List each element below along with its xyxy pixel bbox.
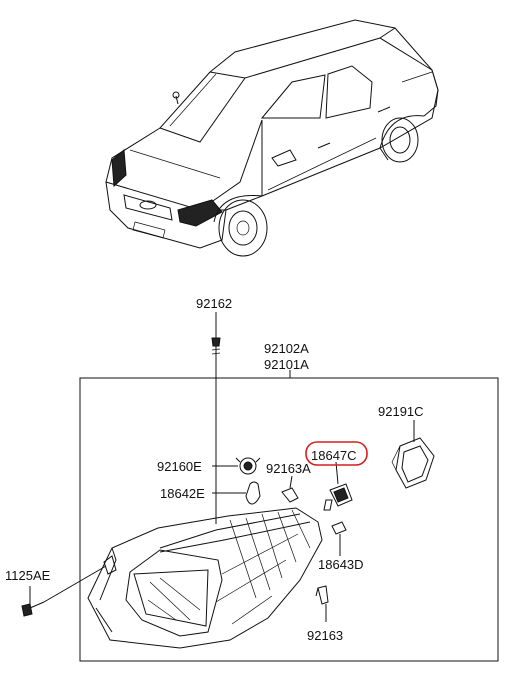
label-92160E: 92160E [157, 459, 202, 474]
label-1125AE: 1125AE [5, 568, 51, 583]
label-92162: 92162 [196, 296, 232, 311]
part-18642E [212, 481, 261, 505]
part-18647C [323, 461, 353, 511]
assembly-box [79, 377, 499, 662]
car-illustration [105, 19, 439, 257]
part-1125AE [21, 565, 107, 617]
headlamp-assembly [87, 507, 323, 649]
part-92160E [212, 457, 261, 475]
label-92101A: 92101A [264, 357, 309, 372]
label-92163A: 92163A [266, 461, 311, 476]
part-18643D [331, 521, 347, 556]
part-92191C [391, 420, 435, 489]
label-18642E: 18642E [160, 486, 205, 501]
label-18643D: 18643D [318, 557, 364, 572]
label-92102A: 92102A [264, 341, 309, 356]
part-92163 [315, 585, 329, 622]
part-92162 [211, 312, 221, 524]
highlight-18647C [305, 441, 368, 466]
label-92163: 92163 [307, 628, 343, 643]
label-92191C: 92191C [378, 404, 424, 419]
label-18647C: 18647C [311, 448, 357, 463]
part-92163A [281, 475, 299, 503]
